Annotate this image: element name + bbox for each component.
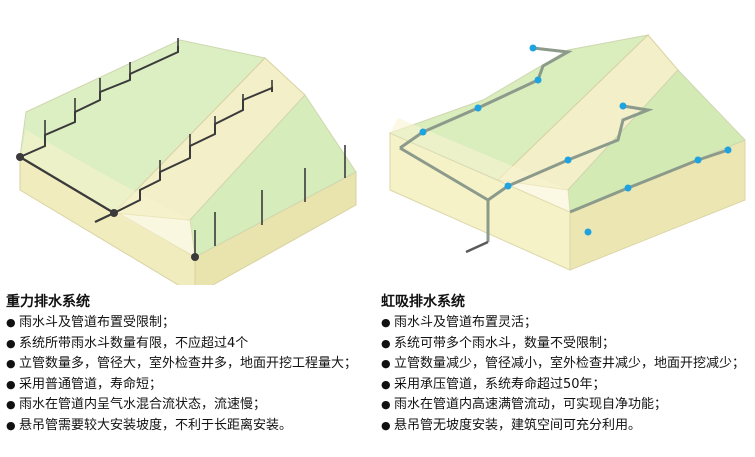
list-item-text: 雨水在管道内呈气水混合流状态，流速慢； xyxy=(19,397,267,412)
list-item: ●采用普通管道，寿命短； xyxy=(6,375,366,396)
list-item-text: 悬吊管无坡度安装，建筑空间可充分利用。 xyxy=(394,417,642,433)
list-item-text: 立管数量多，管径大，室外检查井多，地面开挖工程量大； xyxy=(19,356,358,371)
drain-10 xyxy=(724,146,732,154)
drain-11 xyxy=(584,228,592,236)
ridge-face xyxy=(20,130,195,257)
bullet-dot: ● xyxy=(6,398,16,411)
drain-8 xyxy=(624,184,632,192)
list-item-text: 雨水在管道内高速满管流动，可实现自净功能； xyxy=(394,397,668,412)
drain-7 xyxy=(619,102,627,110)
gravity-drainage-illustration xyxy=(16,38,357,285)
list-item: ●立管数量减少，管径减小，室外检查井减少，地面开挖减少； xyxy=(381,354,749,375)
list-item-text: 系统所带雨水斗数量有限，不应超过4个 xyxy=(19,335,249,351)
gravity-node-left xyxy=(16,153,24,161)
list-item-text: 雨水斗及管道布置受限制； xyxy=(19,315,176,330)
siphon-title: 虹吸排水系统 xyxy=(381,294,465,310)
siphon-list: ●雨水斗及管道布置灵活； ●系统可带多个雨水斗，数量不受限制； ●立管数量减少，… xyxy=(381,313,749,436)
list-item: ●雨水斗及管道布置受限制； xyxy=(6,313,366,334)
list-item: ●系统所带雨水斗数量有限，不应超过4个 xyxy=(6,334,366,355)
gravity-list: ●雨水斗及管道布置受限制； ●系统所带雨水斗数量有限，不应超过4个 ●立管数量多… xyxy=(6,313,366,436)
drain-6 xyxy=(564,156,572,164)
list-item: ●系统可带多个雨水斗，数量不受限制； xyxy=(381,334,749,355)
list-item-text: 悬吊管需要较大安装坡度，不利于长距离安装。 xyxy=(19,417,293,433)
bullet-dot: ● xyxy=(381,418,391,432)
list-item-text: 立管数量减少，管径减小，室外检查井减少，地面开挖减少； xyxy=(394,356,746,371)
bullet-dot: ● xyxy=(381,336,391,350)
drain-9 xyxy=(694,156,702,164)
gravity-main-pipe xyxy=(19,156,115,214)
gravity-title: 重力排水系统 xyxy=(6,294,90,310)
siphon-collector-3 xyxy=(569,148,729,214)
list-item-text: 采用承压管道，系统寿命超过50年； xyxy=(394,376,606,392)
bullet-dot: ● xyxy=(6,377,16,391)
bullet-dot: ● xyxy=(6,357,16,370)
list-item-text: 系统可带多个雨水斗，数量不受限制； xyxy=(394,335,616,351)
drain-1 xyxy=(419,128,427,136)
drain-2 xyxy=(474,104,482,112)
drain-4 xyxy=(529,44,537,52)
list-item: ●悬吊管无坡度安装，建筑空间可充分利用。 xyxy=(381,416,749,437)
gravity-drainage-panel: 重力排水系统 ●雨水斗及管道布置受限制； ●系统所带雨水斗数量有限，不应超过4个… xyxy=(6,292,366,436)
bullet-dot: ● xyxy=(381,377,391,391)
list-item: ●立管数量多，管径大，室外检查井多，地面开挖工程量大； xyxy=(6,354,366,375)
list-item: ●雨水在管道内高速满管流动，可实现自净功能； xyxy=(381,395,749,416)
bullet-dot: ● xyxy=(6,336,16,350)
bullet-dot: ● xyxy=(381,316,391,329)
bullet-dot: ● xyxy=(6,316,16,329)
drain-5 xyxy=(504,182,512,190)
bullet-dot: ● xyxy=(381,357,391,370)
drain-3 xyxy=(534,76,542,84)
bullet-dot: ● xyxy=(381,398,391,411)
siphon-ridge xyxy=(390,118,570,212)
list-item: ●采用承压管道，系统寿命超过50年； xyxy=(381,375,749,396)
list-item: ●雨水斗及管道布置灵活； xyxy=(381,313,749,334)
list-item: ●雨水在管道内呈气水混合流状态，流速慢； xyxy=(6,395,366,416)
siphon-drainage-panel: 虹吸排水系统 ●雨水斗及管道布置灵活； ●系统可带多个雨水斗，数量不受限制； ●… xyxy=(381,292,749,436)
list-item-text: 采用普通管道，寿命短； xyxy=(19,376,163,392)
list-item: ●悬吊管需要较大安装坡度，不利于长距离安装。 xyxy=(6,416,366,437)
siphon-main-pipe xyxy=(399,146,489,202)
siphon-drainage-illustration xyxy=(388,34,746,271)
list-item-text: 雨水斗及管道布置灵活； xyxy=(394,315,538,330)
bullet-dot: ● xyxy=(6,418,16,432)
gravity-node-bottom xyxy=(191,253,199,261)
gravity-node-mid xyxy=(110,209,118,217)
siphon-outlet-pipe xyxy=(465,240,489,254)
